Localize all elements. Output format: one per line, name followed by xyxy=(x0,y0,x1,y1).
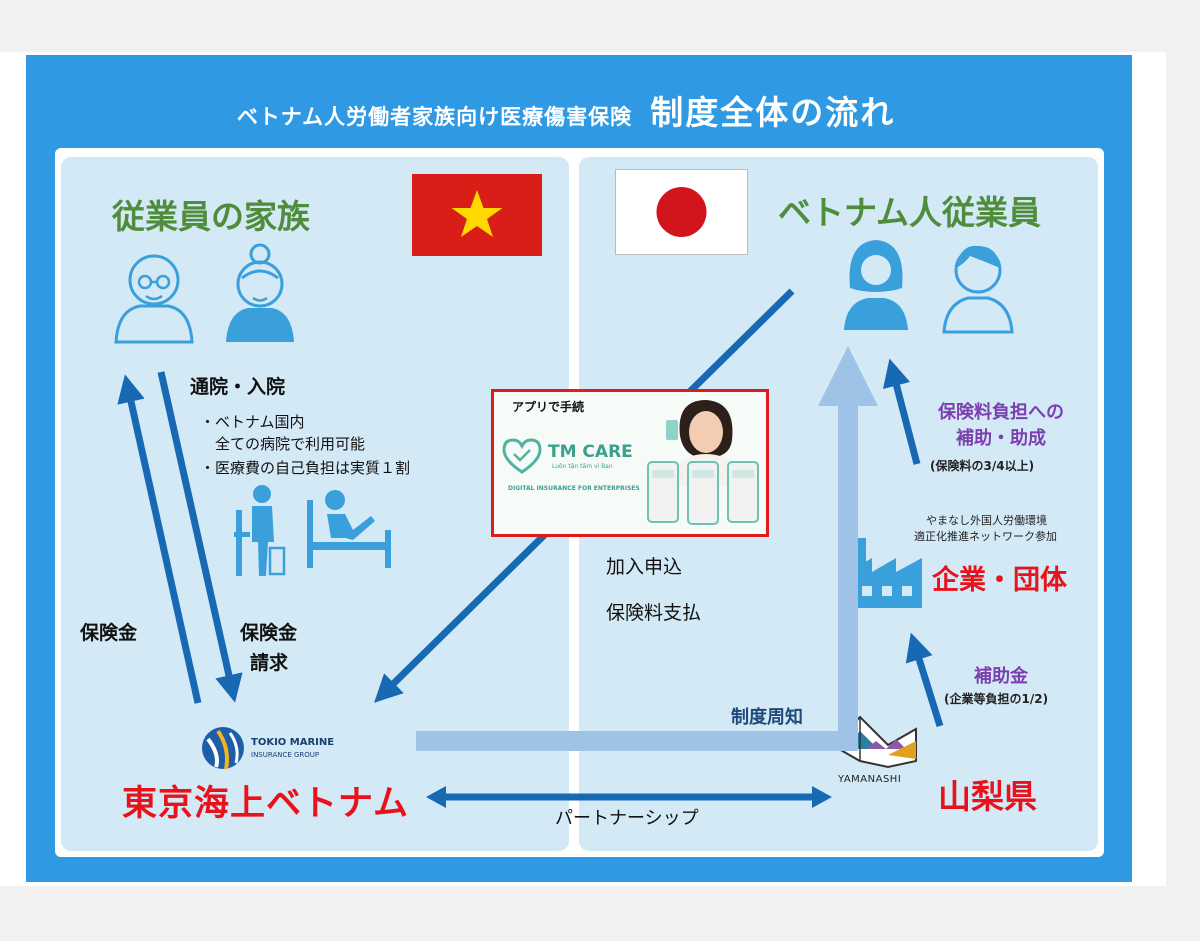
woman-with-phone-image xyxy=(647,400,759,525)
subsidy-note: (保険料の3/4以上) xyxy=(930,459,1035,473)
claim-label-line1: 保険金 xyxy=(240,622,298,644)
grant-label: 補助金 xyxy=(974,666,1028,687)
visit-bullet-1: ・ベトナム国内 xyxy=(200,413,305,431)
employee-heading: ベトナム人従業員 xyxy=(778,193,1042,232)
grandfather-icon xyxy=(110,242,198,348)
tm-care-tagline: Luôn tận tâm vì Bạn xyxy=(552,463,613,470)
female-employee-icon xyxy=(840,232,912,336)
partnership-label: パートナーシップ xyxy=(555,808,699,829)
logo-line-2: INSURANCE GROUP xyxy=(251,751,320,759)
family-heading: 従業員の家族 xyxy=(112,197,310,236)
subsidy-line-2: 補助・助成 xyxy=(956,428,1046,449)
hospital-bed-icon xyxy=(305,486,395,574)
grandmother-icon xyxy=(220,242,300,348)
visit-title: 通院・入院 xyxy=(190,376,286,398)
yamanashi-logo-text: YAMANASHI xyxy=(838,774,902,785)
tm-care-caption: DIGITAL INSURANCE FOR ENTERPRISES xyxy=(508,485,640,492)
tokio-marine-vietnam: 東京海上ベトナム xyxy=(122,784,409,824)
male-employee-icon xyxy=(940,234,1016,338)
enterprise-label: 企業・団体 xyxy=(932,565,1067,596)
slide-title: ベトナム人労働者家族向け医療傷害保険制度全体の流れ xyxy=(0,86,1132,134)
vietnam-flag-icon xyxy=(412,174,542,260)
app-box-label: アプリで手続 xyxy=(512,400,585,414)
publicity-label: 制度周知 xyxy=(731,707,803,728)
japan-flag-icon xyxy=(615,169,748,259)
title-subtitle: ベトナム人労働者家族向け医療傷害保険 xyxy=(236,105,633,129)
tm-care-brand: TM CARE xyxy=(548,442,633,462)
tm-care-app-box: アプリで手続 TM CARE Luôn tận tâm vì Bạn DIGIT… xyxy=(491,389,769,537)
tokio-marine-logo xyxy=(200,725,246,775)
injured-person-icon xyxy=(232,484,292,582)
logo-line-1: TOKIO MARINE xyxy=(251,737,335,748)
network-line-1: やまなし外国人労働環境 xyxy=(926,514,1047,527)
premium-label: 保険料支払 xyxy=(606,602,702,624)
grant-note: (企業等負担の1/2) xyxy=(944,692,1049,706)
tm-care-heart-icon xyxy=(502,438,542,474)
insurance-payment-label: 保険金 xyxy=(80,622,138,644)
network-line-2: 適正化推進ネットワーク参加 xyxy=(914,530,1057,543)
yamanashi-prefecture: 山梨県 xyxy=(938,777,1037,816)
visit-bullet-2: 全ての病院で利用可能 xyxy=(200,435,366,453)
subsidy-line-1: 保険料負担への xyxy=(938,402,1064,423)
enroll-label: 加入申込 xyxy=(606,556,683,578)
visit-bullet-3: ・医療費の自己負担は実質１割 xyxy=(200,459,411,477)
title-main: 制度全体の流れ xyxy=(650,93,896,132)
claim-label-line2: 請求 xyxy=(250,652,289,674)
